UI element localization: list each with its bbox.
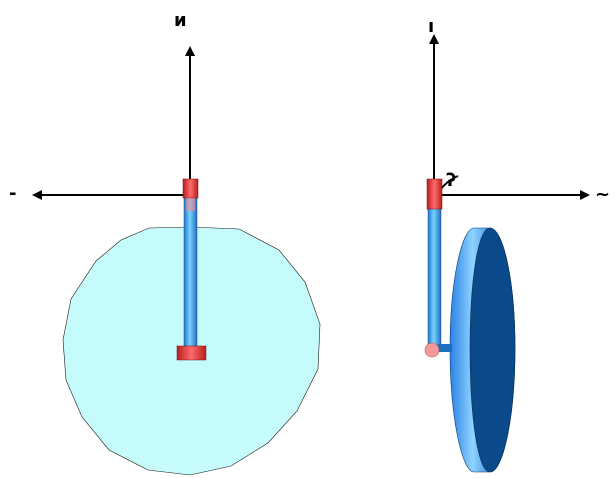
front-view: и - bbox=[9, 10, 321, 476]
top-joint bbox=[426, 178, 443, 210]
top-joint bbox=[182, 178, 199, 199]
rod-connector bbox=[438, 344, 452, 352]
bottom-joint bbox=[176, 345, 207, 361]
pivot-sphere bbox=[424, 342, 440, 358]
axis-label-up: и bbox=[174, 10, 187, 31]
side-view: ı ʔ ~ bbox=[424, 16, 610, 473]
axis-label-left: - bbox=[9, 183, 16, 204]
pendulum-rod bbox=[183, 197, 198, 349]
pendulum-rod bbox=[427, 207, 442, 349]
axis-label-angle: ʔ bbox=[446, 170, 456, 191]
disk-back-face bbox=[469, 227, 516, 473]
axis-label-right: ~ bbox=[595, 184, 610, 205]
axis-label-up: ı bbox=[428, 16, 434, 37]
